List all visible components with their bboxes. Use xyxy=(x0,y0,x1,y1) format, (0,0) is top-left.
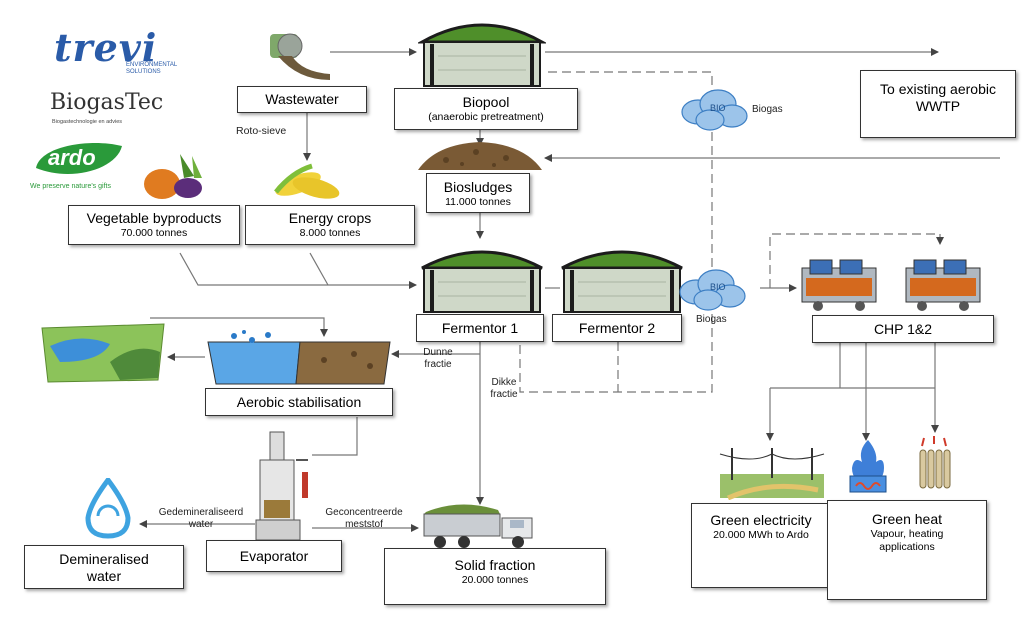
ardo-leaf-icon xyxy=(36,142,122,174)
flow-line xyxy=(309,252,329,286)
vegetable-title: Vegetable byproducts xyxy=(86,210,222,226)
biogastec-logo: BiogasTec Biogastechnologie en advies xyxy=(50,90,170,130)
biosludge-pile-icon xyxy=(418,142,542,170)
vegetable-byproducts-box: Vegetable byproducts 70.000 tonnes xyxy=(68,205,240,245)
demin-title: Demineralised water xyxy=(59,551,149,584)
geconcentreerde-meststof-label: Geconcentreerde meststof xyxy=(325,507,403,530)
gedemineraliseerd-water-label: Gedemineraliseerd water xyxy=(158,507,244,530)
biosludges-title: Biosludges xyxy=(443,179,513,195)
energy-crops-amount: 8.000 tonnes xyxy=(299,227,361,239)
biopool-title: Biopool xyxy=(462,94,510,110)
biosludges-amount: 11.000 tonnes xyxy=(445,196,511,208)
water-recycle-icon xyxy=(85,478,131,539)
flow-line xyxy=(150,317,328,337)
power-lines-icon xyxy=(719,448,825,500)
wastewater-pipe-icon xyxy=(270,33,330,80)
dikke-fractie-label: Dikke fractie xyxy=(490,377,518,400)
truck-icon xyxy=(423,504,533,548)
wastewater-box: Wastewater xyxy=(237,86,367,113)
aerobic-title: Aerobic stabilisation xyxy=(236,394,362,410)
chp-title: CHP 1&2 xyxy=(873,321,933,337)
biogastec-logo-sub: Biogastechnologie en advies xyxy=(52,119,123,125)
solid-fraction-box: Solid fraction 20.000 tonnes xyxy=(384,548,606,605)
wastewater-title: Wastewater xyxy=(265,91,339,107)
biosludges-box: Biosludges 11.000 tonnes xyxy=(426,173,530,213)
vegetable-amount: 70.000 tonnes xyxy=(120,227,188,239)
chp-engine-icon xyxy=(905,259,981,311)
demineralised-water-box: Demineralised water xyxy=(24,545,184,589)
existing-wwtp-title: To existing aerobic WWTP xyxy=(880,81,996,114)
fermentor1-tank-icon xyxy=(421,250,543,313)
ardo-logo: ardo We preserve nature's gifts xyxy=(28,140,138,195)
biopool-subtitle: (anaerobic pretreatment) xyxy=(428,111,544,123)
chp-engine-icon xyxy=(801,259,877,311)
heater-coil-icon xyxy=(919,436,951,489)
fermentor1-box: Fermentor 1 xyxy=(416,314,544,342)
landscape-icon xyxy=(41,323,165,383)
biogas-line xyxy=(769,233,944,288)
fermentor2-box: Fermentor 2 xyxy=(552,314,682,342)
biogas-label-mid: Biogas xyxy=(696,314,727,325)
green-heat-subtitle: Vapour, heating applications xyxy=(870,528,944,553)
energy-crops-corn-icon xyxy=(274,163,340,199)
trevi-logo-text: trevi xyxy=(54,25,158,70)
biogas-line xyxy=(519,71,713,393)
aerobic-basin-icon xyxy=(207,330,391,385)
evaporator-tower-icon xyxy=(255,431,308,541)
existing-wwtp-box: To existing aerobic WWTP xyxy=(860,70,1016,138)
trevi-logo: trevi ENVIRONMENTAL SOLUTIONS xyxy=(54,28,194,76)
aerobic-stabilisation-box: Aerobic stabilisation xyxy=(205,388,393,416)
solid-title: Solid fraction xyxy=(454,557,536,573)
energy-crops-title: Energy crops xyxy=(288,210,372,226)
chp-box: CHP 1&2 xyxy=(812,315,994,343)
green-electricity-box: Green electricity 20.000 MWh to Ardo xyxy=(691,503,831,588)
dunne-fractie-label: Dunne fractie xyxy=(423,347,453,370)
ardo-logo-text: ardo xyxy=(48,145,96,170)
trevi-logo-sub: ENVIRONMENTAL SOLUTIONS xyxy=(126,62,178,75)
fermentor2-tank-icon xyxy=(561,250,683,313)
green-electricity-title: Green electricity xyxy=(710,512,812,528)
biogas-cloud-icon xyxy=(679,269,746,311)
bio-cloud-label: BIO xyxy=(710,282,726,292)
energy-crops-box: Energy crops 8.000 tonnes xyxy=(245,205,415,245)
green-heat-title: Green heat xyxy=(871,511,943,527)
green-electricity-amount: 20.000 MWh to Ardo xyxy=(713,529,809,541)
biogastec-logo-text: BiogasTec xyxy=(50,90,164,115)
roto-sieve-label: Roto-sieve xyxy=(236,125,287,137)
heat-flame-icon xyxy=(849,440,887,493)
evaporator-box: Evaporator xyxy=(206,540,342,572)
evaporator-title: Evaporator xyxy=(239,548,309,564)
biopool-tank-icon xyxy=(418,23,546,87)
vegetables-icon xyxy=(144,154,202,199)
flow-line xyxy=(179,252,417,289)
solid-amount: 20.000 tonnes xyxy=(461,574,529,586)
green-heat-box: Green heat Vapour, heating applications xyxy=(827,500,987,600)
bio-cloud-label: BIO xyxy=(710,103,726,113)
biogas-cloud-icon xyxy=(681,89,748,131)
biopool-box: Biopool (anaerobic pretreatment) xyxy=(394,88,578,130)
biogas-label-top: Biogas xyxy=(752,104,783,115)
ardo-logo-sub: We preserve nature's gifts xyxy=(30,183,111,190)
fermentor1-title: Fermentor 1 xyxy=(441,320,519,336)
flow-line xyxy=(312,417,358,456)
fermentor2-title: Fermentor 2 xyxy=(578,320,656,336)
